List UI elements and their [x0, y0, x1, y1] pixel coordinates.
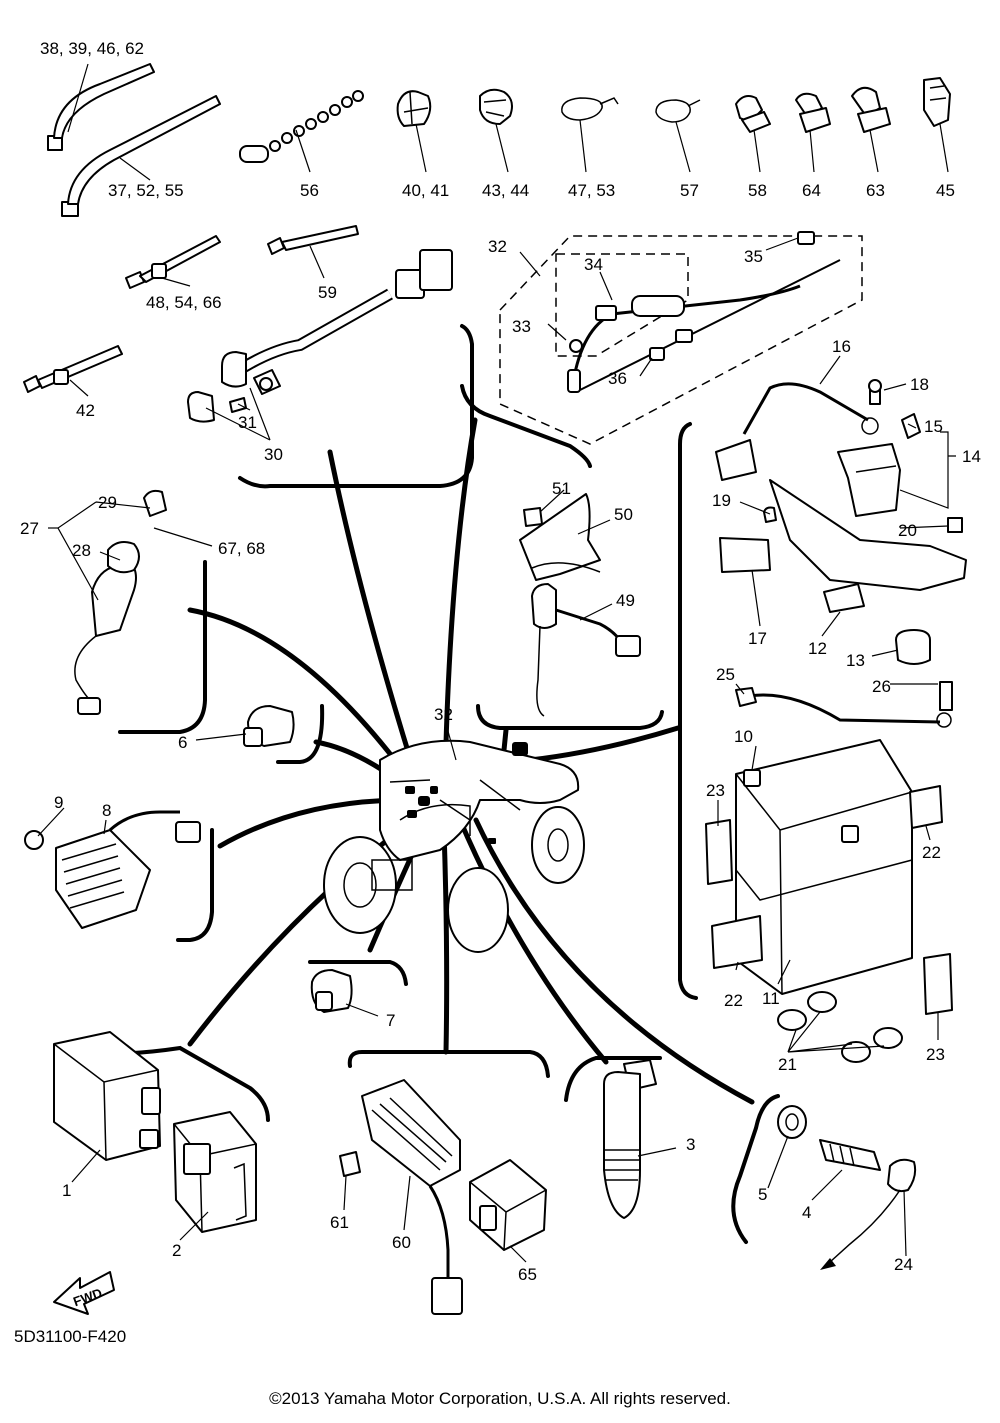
callout-22-bottom: 22 — [724, 991, 743, 1010]
callout-labels: 38, 39, 46, 62 37, 52, 55 56 40, 41 43, … — [20, 39, 981, 1284]
callout-13: 13 — [846, 651, 865, 670]
callout-37-52-55: 37, 52, 55 — [108, 181, 184, 200]
callout-38-39-46-62: 38, 39, 46, 62 — [40, 39, 144, 58]
callout-12: 12 — [808, 639, 827, 658]
battery-group — [705, 681, 953, 1063]
callout-48-54-66: 48, 54, 66 — [146, 293, 222, 312]
bracket-50-and-sensor-49 — [519, 493, 641, 717]
callout-43-44: 43, 44 — [482, 181, 529, 200]
callout-49: 49 — [616, 591, 635, 610]
callout-40-41: 40, 41 — [402, 181, 449, 200]
sub-harness-30 — [187, 249, 453, 423]
callout-6: 6 — [178, 733, 187, 752]
diagram-code: 5D31100-F420 — [14, 1327, 126, 1346]
rectifier-regulator-8 — [24, 810, 201, 929]
callout-24: 24 — [894, 1255, 913, 1274]
callout-4: 4 — [802, 1203, 811, 1222]
spark-plug-cap-group — [777, 1105, 917, 1270]
callout-26: 26 — [872, 677, 891, 696]
callout-1: 1 — [62, 1181, 71, 1200]
forward-direction-arrow: FWD — [53, 1271, 115, 1315]
main-switch-group — [74, 489, 167, 715]
callout-58: 58 — [748, 181, 767, 200]
atv-vehicle-illustration — [323, 739, 585, 953]
callout-30: 30 — [264, 445, 283, 464]
callout-32-mid: 32 — [434, 705, 453, 724]
callout-14: 14 — [962, 447, 981, 466]
callout-27: 27 — [20, 519, 39, 538]
callout-9: 9 — [54, 793, 63, 812]
cable-ties-and-clamps — [23, 63, 951, 393]
callout-8: 8 — [102, 801, 111, 820]
callout-50: 50 — [614, 505, 633, 524]
callout-31: 31 — [238, 413, 257, 432]
callout-11: 11 — [762, 989, 780, 1008]
callout-56: 56 — [300, 181, 319, 200]
callout-23-left: 23 — [706, 781, 725, 800]
callout-47-53: 47, 53 — [568, 181, 615, 200]
callout-33: 33 — [512, 317, 531, 336]
callout-17: 17 — [748, 629, 767, 648]
relay-bracket-group — [715, 379, 967, 665]
sub-harness-32-group — [499, 231, 863, 445]
callout-64: 64 — [802, 181, 821, 200]
callout-18: 18 — [910, 375, 929, 394]
callout-51: 51 — [552, 479, 571, 498]
callout-28: 28 — [72, 541, 91, 560]
callout-42: 42 — [76, 401, 95, 420]
callout-67-68: 67, 68 — [218, 539, 265, 558]
unit-2 — [173, 1111, 257, 1233]
callout-5: 5 — [758, 1185, 767, 1204]
callout-20: 20 — [898, 521, 917, 540]
callout-34: 34 — [584, 255, 603, 274]
sensor-7 — [310, 969, 353, 1013]
callout-7: 7 — [386, 1011, 395, 1030]
callout-3: 3 — [686, 1135, 695, 1154]
callout-60: 60 — [392, 1233, 411, 1252]
callout-32-top: 32 — [488, 237, 507, 256]
copyright-notice: ©2013 Yamaha Motor Corporation, U.S.A. A… — [269, 1389, 731, 1408]
callout-57: 57 — [680, 181, 699, 200]
sensor-6 — [243, 705, 295, 747]
callout-10: 10 — [734, 727, 753, 746]
callout-21: 21 — [778, 1055, 797, 1074]
callout-65: 65 — [518, 1265, 537, 1284]
callout-29: 29 — [98, 493, 117, 512]
unit-60 — [339, 1079, 463, 1315]
callout-22-right: 22 — [922, 843, 941, 862]
callout-45: 45 — [936, 181, 955, 200]
relay-65 — [469, 1159, 547, 1251]
callout-36: 36 — [608, 369, 627, 388]
callout-15: 15 — [924, 417, 943, 436]
callout-23-right: 23 — [926, 1045, 945, 1064]
callout-61: 61 — [330, 1213, 349, 1232]
group-frames — [62, 324, 780, 1244]
callout-59: 59 — [318, 283, 337, 302]
callout-25: 25 — [716, 665, 735, 684]
callout-16: 16 — [832, 337, 851, 356]
callout-35: 35 — [744, 247, 763, 266]
cdi-unit-1 — [53, 1031, 161, 1161]
callout-19: 19 — [712, 491, 731, 510]
callout-63: 63 — [866, 181, 885, 200]
callout-2: 2 — [172, 1241, 181, 1260]
ignition-coil-3 — [603, 1059, 657, 1219]
leader-lines — [37, 63, 956, 1263]
